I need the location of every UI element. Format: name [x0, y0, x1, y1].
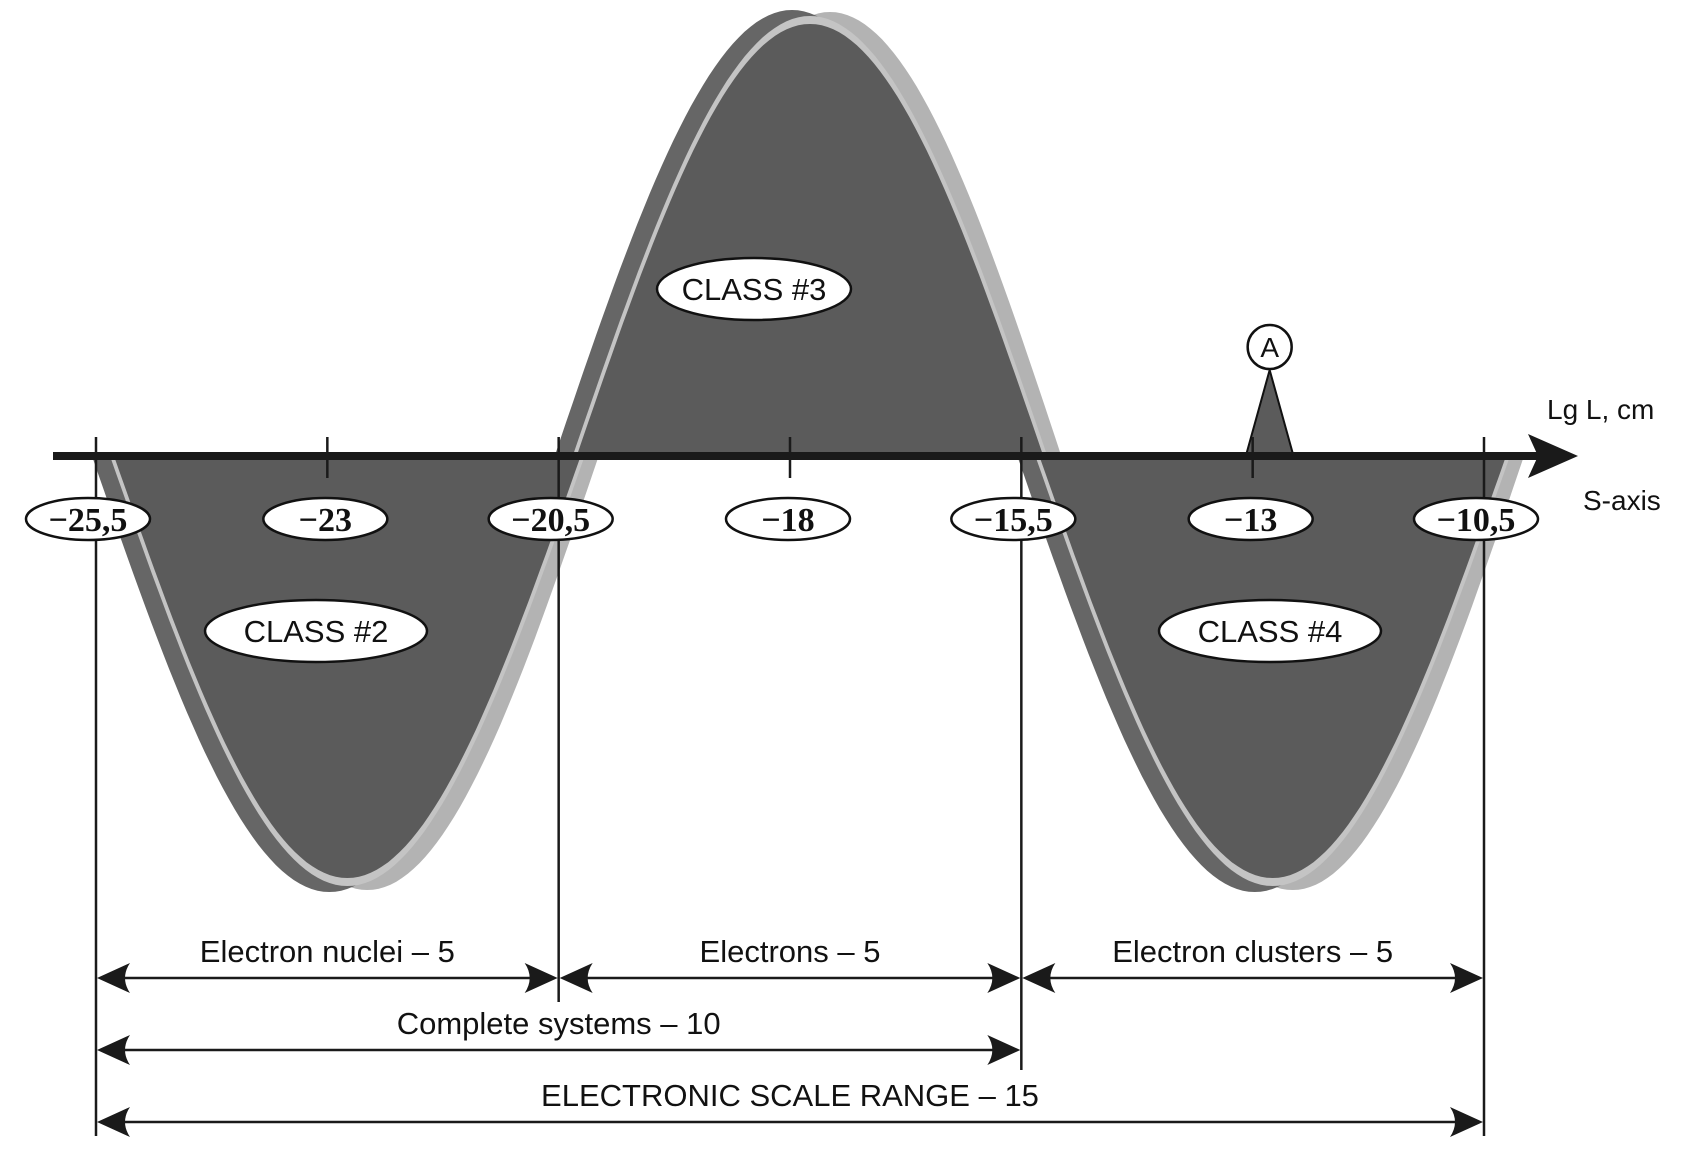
tick-label-oval: −18: [724, 496, 852, 542]
dimension-label: Electron nuclei – 5: [200, 934, 455, 969]
arrow-left-icon: [97, 1107, 130, 1137]
dimension-label: ELECTRONIC SCALE RANGE – 15: [541, 1078, 1039, 1113]
wave-lobe-front: [576, 24, 1044, 456]
marker-circle: [1246, 323, 1293, 371]
class-labels: CLASS #2 CLASS #3 CLASS #4: [203, 256, 1383, 664]
tick-label: −15,5: [974, 502, 1053, 539]
dimension-label: Complete systems – 10: [397, 1006, 721, 1041]
oval-shape: [203, 598, 429, 664]
oval-shape: [24, 496, 152, 542]
axis-name-label: S-axis: [1583, 485, 1661, 516]
wave-lobe: [1017, 456, 1524, 892]
class-label: CLASS #3: [682, 272, 827, 307]
arrow-left-icon: [559, 963, 593, 993]
class-label: CLASS #2: [244, 614, 389, 649]
oval-shape: [1187, 496, 1314, 542]
oval-shape: [655, 256, 853, 322]
class-label: CLASS #4: [1198, 614, 1343, 649]
dimension-label: Electron clusters – 5: [1112, 934, 1393, 969]
arrow-left-icon: [97, 963, 130, 993]
arrow-left-icon: [97, 1035, 130, 1065]
oval-shape: [724, 496, 852, 542]
dimension-arrow: Electrons – 5: [559, 934, 1021, 993]
dimension-arrow: Electron nuclei – 5: [97, 934, 558, 993]
tick-label-oval: −15,5: [950, 496, 1077, 542]
class-label-oval: CLASS #2: [203, 598, 429, 664]
tick-label: −23: [299, 502, 352, 539]
wave-layer: [92, 10, 1524, 892]
tick-label: −13: [1224, 502, 1277, 539]
tick-label: −20,5: [511, 502, 590, 539]
tick-label: −10,5: [1437, 502, 1516, 539]
arrow-right-icon: [987, 963, 1021, 993]
arrow-left-icon: [1022, 963, 1056, 993]
oval-shape: [262, 496, 389, 542]
axis-unit-label: Lg L, cm: [1547, 394, 1654, 425]
arrow-right-icon: [524, 963, 558, 993]
oval-shape: [487, 496, 614, 542]
marker-a: A: [1245, 323, 1294, 454]
wave-lobe-front: [114, 456, 581, 878]
arrow-right-icon: [1450, 963, 1483, 993]
wave-lobe-front: [1039, 456, 1506, 878]
tick-label-oval: −20,5: [487, 496, 614, 542]
tick-label-oval: −25,5: [24, 496, 152, 542]
axis-ticks: −25,5 −23 −20,5 −18 −15,5 −13 −10,5: [24, 437, 1540, 542]
tick-label: −18: [761, 502, 814, 539]
class-label-oval: CLASS #3: [655, 256, 853, 322]
class-label-oval: CLASS #4: [1157, 598, 1383, 664]
tick-label: −25,5: [49, 502, 128, 539]
marker-label: A: [1260, 332, 1279, 363]
wave-lobe: [92, 456, 599, 892]
dimension-label: Electrons – 5: [700, 934, 881, 969]
dimension-arrow: Complete systems – 10: [97, 1006, 1021, 1065]
s-axis: Lg L, cm S-axis: [53, 394, 1661, 516]
wave-lobe: [554, 10, 1062, 456]
oval-shape: [950, 496, 1077, 542]
axis-arrowhead-icon: [1528, 434, 1578, 478]
dimension-arrow: Electron clusters – 5: [1022, 934, 1483, 993]
arrow-right-icon: [1450, 1107, 1483, 1137]
tick-label-oval: −13: [1187, 496, 1314, 542]
dimension-arrows: Electron nuclei – 5 Electrons – 5 Electron…: [97, 934, 1483, 1137]
arrow-right-icon: [987, 1035, 1021, 1065]
tick-label-oval: −10,5: [1412, 496, 1540, 542]
oval-shape: [1412, 496, 1540, 542]
tick-label-oval: −23: [262, 496, 389, 542]
oval-shape: [1157, 598, 1383, 664]
dimension-arrow: ELECTRONIC SCALE RANGE – 15: [97, 1078, 1483, 1137]
